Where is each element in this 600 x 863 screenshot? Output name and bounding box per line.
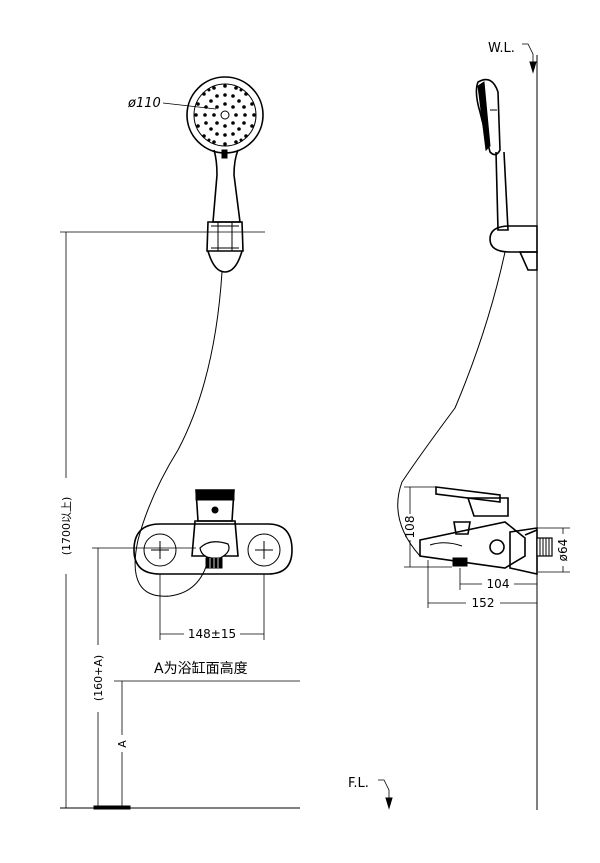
inlet-diameter-label: ø64 <box>556 539 570 562</box>
mixer-front <box>133 489 293 575</box>
floor-level-label: F.L. <box>348 776 369 791</box>
mixer-height-dimension: (160+A) <box>92 547 196 808</box>
tub-height-dimension: A <box>114 680 300 808</box>
total-depth-dimension: 152 <box>427 560 537 610</box>
wall-bracket <box>206 221 244 273</box>
floor-level-marker: F.L. <box>348 776 393 810</box>
mixer-side <box>419 486 553 575</box>
body-height-label: 108 <box>403 516 417 539</box>
side-hose <box>397 251 506 557</box>
mixer-height-label: (160+A) <box>92 655 105 701</box>
shower-handle <box>212 149 241 223</box>
spout-depth-dimension: 104 <box>459 568 537 591</box>
tub-height-label: A <box>116 740 129 748</box>
center-distance-label: 148±15 <box>188 627 236 641</box>
total-depth-label: 152 <box>472 596 495 610</box>
front-view: ø110 <box>60 76 300 810</box>
side-view: W.L. <box>348 41 570 810</box>
water-level-marker: W.L. <box>488 41 537 74</box>
shower-head: ø110 <box>127 76 264 154</box>
total-height-dimension: (1700以上) <box>60 232 73 808</box>
body-height-dimension: 108 <box>403 486 452 568</box>
water-level-label: W.L. <box>488 41 515 56</box>
head-diameter-label: ø110 <box>127 96 161 111</box>
handle-button <box>221 149 228 159</box>
inlet-diameter-dimension: ø64 <box>538 527 570 573</box>
shower-head-side <box>475 78 538 271</box>
total-height-label: (1700以上) <box>60 497 73 556</box>
shower-head-nozzles <box>194 84 256 146</box>
spout-depth-label: 104 <box>487 577 510 591</box>
shower-hose <box>134 271 223 597</box>
center-distance-dimension: 148±15 <box>159 574 265 641</box>
floor-hatch <box>93 805 131 810</box>
bathtub-note: A为浴缸面高度 <box>154 660 248 677</box>
